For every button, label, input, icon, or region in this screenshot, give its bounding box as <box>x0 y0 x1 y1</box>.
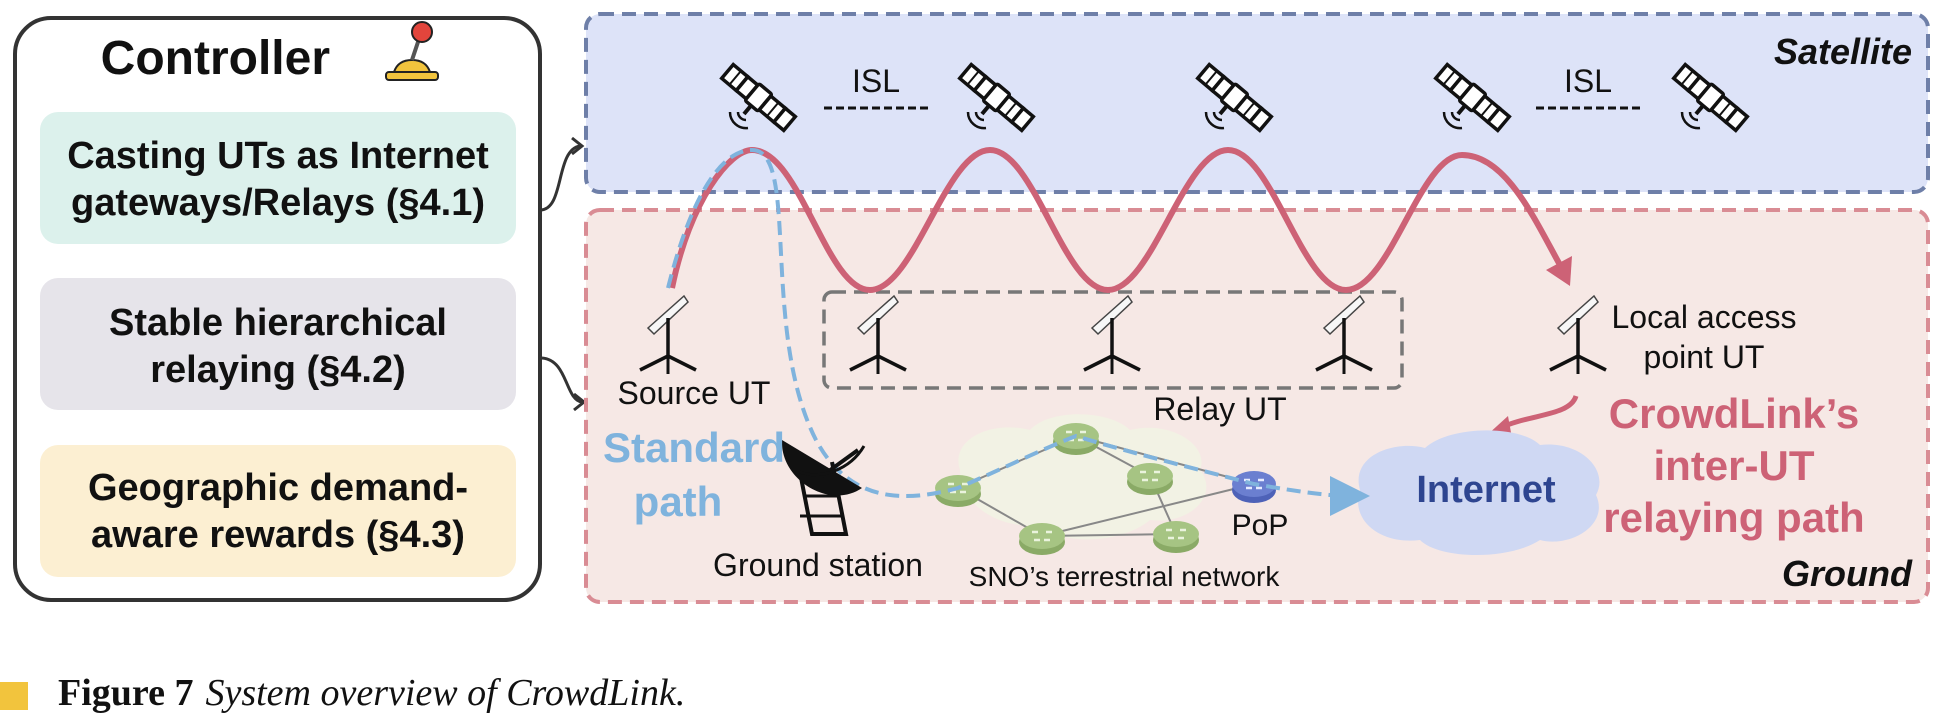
figure-caption: Figure 7 System overview of CrowdLink. <box>0 668 685 718</box>
crowdlink-path-label-1: CrowdLink’s <box>1609 390 1859 437</box>
ground-layer-label: Ground <box>1782 553 1913 594</box>
system-overview-diagram: Controller Casting UTs as Internet gatew… <box>13 12 1930 604</box>
isl-label: ISL <box>852 63 900 99</box>
crowdlink-path-arrowhead <box>1546 256 1572 286</box>
crowdlink-path-label-3: relaying path <box>1603 494 1864 541</box>
controller-title: Controller <box>101 32 330 85</box>
module-1-line1: Casting UTs as Internet <box>67 135 489 177</box>
controller-panel: Controller Casting UTs as Internet gatew… <box>13 16 542 602</box>
relay-ut-group <box>822 290 1404 390</box>
module-hierarchical-relaying <box>40 278 516 410</box>
internet-cloud <box>1358 430 1600 555</box>
module-3-line2: aware rewards (§4.3) <box>91 514 465 556</box>
module-2-line2: relaying (§4.2) <box>150 349 406 391</box>
ground-station-icon <box>781 440 866 536</box>
caption-figure-label: Figure 7 <box>58 672 194 714</box>
caption-marker <box>0 682 28 710</box>
crowdlink-path-label-2: inter-UT <box>1654 442 1815 489</box>
controller-connector-arrows <box>539 136 587 412</box>
terrestrial-network-cloud <box>958 414 1207 540</box>
terrestrial-network-label: SNO’s terrestrial network <box>969 561 1281 592</box>
caption-text: System overview of CrowdLink. <box>205 672 686 714</box>
local-ap-label-1: Local access <box>1612 299 1797 335</box>
internet-label: Internet <box>1416 469 1556 511</box>
satellite-layer-label: Satellite <box>1774 31 1912 72</box>
joystick-icon <box>385 21 439 81</box>
standard-path-label-1: Standard <box>603 424 785 471</box>
module-demand-aware-rewards <box>40 445 516 577</box>
module-casting-uts <box>40 112 516 244</box>
router-icon <box>1151 519 1201 555</box>
ground-station-label: Ground station <box>713 547 923 583</box>
local-ap-label-2: point UT <box>1644 339 1765 375</box>
relay-ut-label: Relay UT <box>1153 391 1286 427</box>
module-1-line2: gateways/Relays (§4.1) <box>71 182 485 224</box>
pop-label: PoP <box>1232 509 1289 542</box>
router-icon <box>1125 461 1175 497</box>
source-ut-label: Source UT <box>618 375 771 411</box>
standard-path-label-2: path <box>634 478 723 525</box>
module-3-line1: Geographic demand- <box>88 467 468 509</box>
router-icon <box>1017 521 1067 557</box>
isl-label: ISL <box>1564 63 1612 99</box>
crowdlink-relaying-path <box>669 146 1563 294</box>
module-2-line1: Stable hierarchical <box>109 302 447 344</box>
standard-path <box>666 147 1370 516</box>
